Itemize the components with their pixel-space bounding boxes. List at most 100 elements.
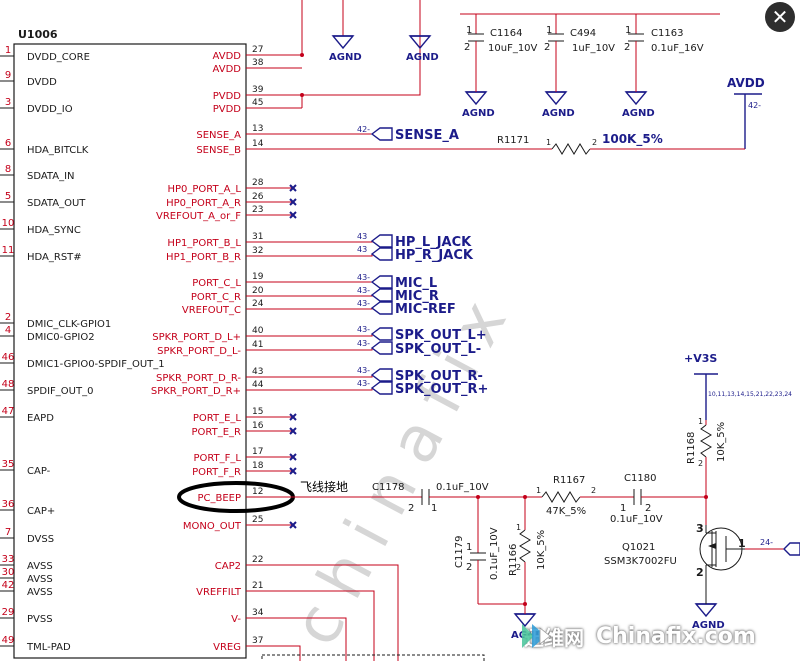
pin-name: HDA_RST# xyxy=(27,252,82,263)
ic-right-pin[interactable]: PORT_F_R18 xyxy=(192,461,280,478)
pin-name: DVDD xyxy=(27,77,57,88)
resistor-r1167[interactable]: R1167 1 2 47K_5% xyxy=(536,475,596,517)
capacitor-c494[interactable]: 1 2 C494 1uF_10V xyxy=(544,14,615,92)
pin-number: 46 xyxy=(2,352,15,363)
net-flag[interactable]: 42-SENSE_A xyxy=(280,125,459,143)
ic-right-pin[interactable]: PORT_F_L17 xyxy=(193,447,280,464)
svg-text:1: 1 xyxy=(546,25,552,36)
pin-number: 43 xyxy=(252,367,263,377)
capacitor-c1163[interactable]: 1 2 C1163 0.1uF_16V xyxy=(624,14,704,92)
c1178-ref: C1178 xyxy=(372,482,404,493)
mosfet-q1021[interactable]: Q1021 SSM3K7002FU 3 1 2 xyxy=(604,522,746,604)
pin-name: PORT_C_R xyxy=(191,292,241,303)
net-flag[interactable]: 43-MIC_L xyxy=(280,273,437,291)
no-connect-mark xyxy=(280,453,297,461)
ic-right-pin[interactable]: PORT_C_L19 xyxy=(192,272,280,289)
net-flag[interactable]: 43-MIC_R xyxy=(280,286,439,304)
q1021-out-ref: 24- xyxy=(760,538,773,547)
ic-right-pins: AVDD27AVDD38PVDD39PVDD45SENSE_A13SENSE_B… xyxy=(151,45,280,653)
capacitor-c1179[interactable]: 1 2 C1179 0.1uF_10V xyxy=(454,497,500,604)
ic-right-pin[interactable]: SPKR_PORT_D_L-41 xyxy=(157,340,280,357)
r1166-ref: R1166 xyxy=(508,544,519,576)
ic-right-pin[interactable]: SENSE_B14 xyxy=(196,139,280,156)
resistor-r1171[interactable]: R1171 1 2 100K_5% xyxy=(280,132,745,155)
pin-name: AVSS xyxy=(27,561,53,572)
close-button[interactable]: ✕ xyxy=(765,2,795,32)
ic-right-pin[interactable]: MONO_OUT 25 xyxy=(183,515,280,532)
net-flag[interactable]: 43-SPK_OUT_R- xyxy=(280,366,483,384)
ic-right-pin[interactable]: HP1_PORT_B_L31 xyxy=(167,232,280,249)
svg-text:1: 1 xyxy=(625,25,631,36)
pin-name: DMIC_CLK-GPIO1 xyxy=(27,319,111,330)
pin-name: MONO_OUT xyxy=(183,521,242,532)
capacitor-c1180[interactable]: C1180 1 2 0.1uF_10V xyxy=(610,473,663,525)
resistor-r1168[interactable]: 1 2 R1168 10K_5% xyxy=(686,417,727,525)
ic-right-pin[interactable]: SPKR_PORT_D_L+40 xyxy=(152,326,280,343)
pin-number: 4 xyxy=(5,325,11,336)
ic-right-pin[interactable]: SPKR_PORT_D_R+44 xyxy=(151,380,280,397)
junction-dot xyxy=(300,53,304,57)
svg-text:1: 1 xyxy=(546,138,551,147)
ic-right-pin[interactable]: SPKR_PORT_D_R-43 xyxy=(156,367,280,384)
capacitor-c1164[interactable]: 1 2 C1164 10uF_10V xyxy=(464,14,538,92)
ic-right-pin[interactable]: V-34 xyxy=(231,608,280,625)
net-flag[interactable]: 43-SPK_OUT_L+ xyxy=(280,325,487,343)
net-flag[interactable]: 43-MIC-REF xyxy=(280,299,456,317)
svg-text:2: 2 xyxy=(624,42,630,53)
ic-right-pin[interactable]: HP1_PORT_B_R32 xyxy=(166,246,280,263)
ic-right-pin[interactable]: PORT_C_R20 xyxy=(191,286,280,303)
ic-right-pin[interactable]: PORT_E_R16 xyxy=(192,421,281,438)
resistor-r1166[interactable]: 1 2 R1166 10K_5% xyxy=(508,497,547,614)
pin-number: 13 xyxy=(252,124,263,134)
ic-right-pin[interactable]: PORT_E_L15 xyxy=(193,407,280,424)
ic-right-pin[interactable]: HP0_PORT_A_L28 xyxy=(167,178,280,195)
net-flag-label: SPK_OUT_L+ xyxy=(395,328,487,343)
pin-name: EAPD xyxy=(27,413,54,424)
pin-number: 33 xyxy=(2,554,15,565)
pin-number: 48 xyxy=(2,379,15,390)
svg-text:1: 1 xyxy=(620,503,626,514)
net-flag[interactable]: 43-SPK_OUT_L- xyxy=(280,339,481,357)
net-flag[interactable]: 43-SPK_OUT_R+ xyxy=(280,379,488,397)
ic-right-pin[interactable]: VREFOUT_C24 xyxy=(182,299,280,316)
pin-name: HP1_PORT_B_L xyxy=(167,238,241,249)
ic-right-pin[interactable]: HP0_PORT_A_R26 xyxy=(166,192,280,209)
pin-name: HDA_SYNC xyxy=(27,225,81,236)
pin-number: 25 xyxy=(252,515,263,525)
pin-name: TML-PAD xyxy=(26,642,71,653)
ic-right-pin[interactable]: SENSE_A13 xyxy=(196,124,280,141)
pin-name: HDA_BITCLK xyxy=(27,145,89,156)
ic-right-pin[interactable]: VREFOUT_A_or_F23 xyxy=(156,205,280,222)
